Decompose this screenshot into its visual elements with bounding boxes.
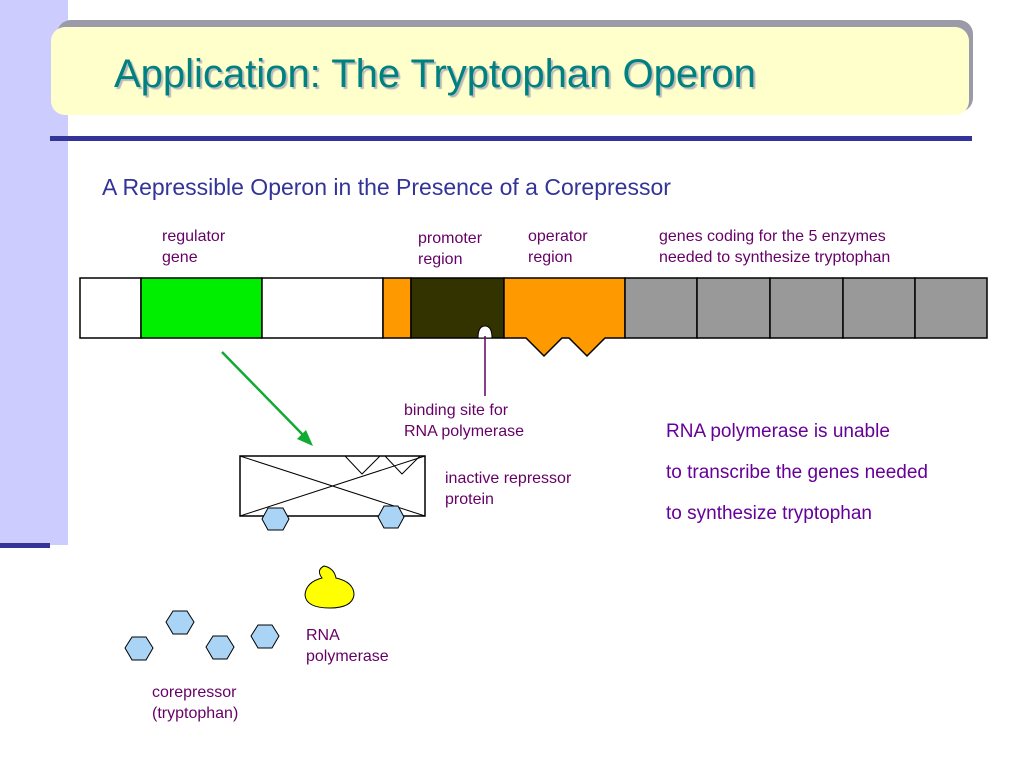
note-line-1: RNA polymerase is unable [666,421,890,442]
expression-arrowhead [297,430,313,446]
rna-polymerase-shape [304,565,355,609]
promoter-region-label: promoter region [418,230,483,268]
slide-subtitle: A Repressible Operon in the Presence of … [102,174,671,200]
repressor-protein-label: inactive repressor protein [445,470,572,508]
repressor-notch-b [384,455,421,475]
operator-region-label: operator region [528,228,588,266]
promoter-lead-segment [382,277,412,339]
regulator-gene-segment [140,277,263,339]
structural-gene-4 [842,277,916,339]
structural-gene-2 [696,277,771,339]
expression-arrow [221,351,306,438]
dna-spacer-segment [261,277,384,339]
binding-site-notch [477,325,493,339]
title-box [51,27,969,115]
structural-genes-label: genes coding for the 5 enzymes needed to… [659,228,891,266]
repressor-notch-a [344,455,381,475]
corepressor-hexagon [250,624,280,649]
title-divider [50,136,972,141]
structural-gene-1 [624,277,698,339]
repressor-hexagon-left [261,507,290,531]
note-line-2: to transcribe the genes needed [666,462,928,483]
operator-segment [503,277,626,358]
structural-gene-3 [769,277,844,339]
corepressor-hexagon [165,610,195,635]
sidebar-accent-bar [0,543,50,548]
corepressor-label: corepressor (tryptophan) [152,684,239,722]
structural-gene-5 [914,277,988,339]
corepressor-hexagon [124,636,154,661]
corepressor-hexagon [205,635,235,660]
binding-site-label: binding site for RNA polymerase [404,402,525,440]
rna-polymerase-label: RNA polymerase [306,627,389,665]
note-line-3: to synthesize tryptophan [666,503,872,524]
slide-title: Application: The Tryptophan Operon [114,52,756,96]
repressor-hexagon-right [377,505,405,529]
regulator-gene-label: regulator gene [162,228,226,266]
dna-segment-left [79,277,142,339]
